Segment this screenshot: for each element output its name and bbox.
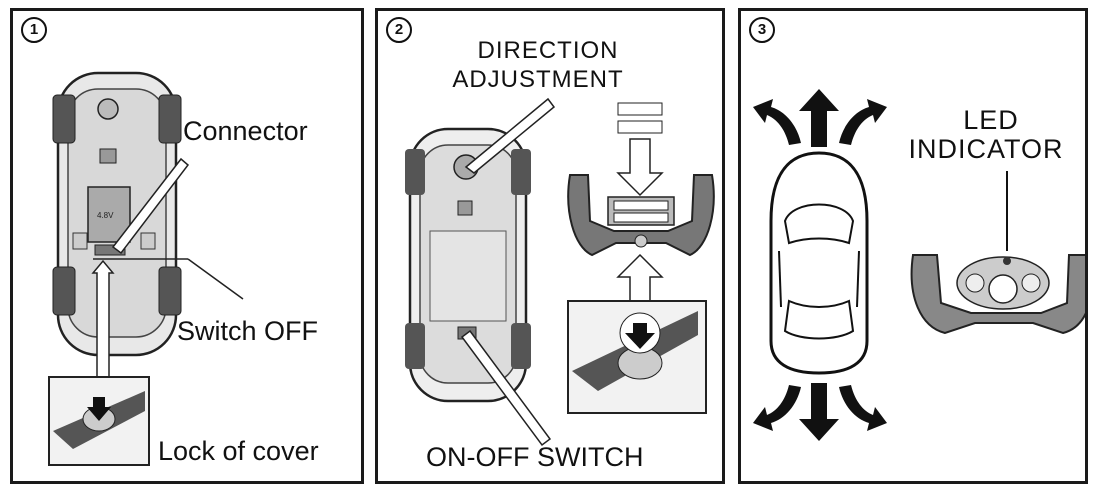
led-indicator-icon <box>1003 257 1011 265</box>
backward-left-arrow-icon <box>753 385 801 431</box>
step-2-panel: 2 DIRECTION ADJUSTME <box>375 8 725 484</box>
forward-left-arrow-icon <box>753 99 801 145</box>
battery-icon <box>617 102 663 116</box>
direction-pointer <box>464 97 556 174</box>
switch-off-pointer <box>187 258 244 300</box>
switch-off-label: Switch OFF <box>177 316 319 346</box>
remote-controller <box>910 254 1085 335</box>
lock-of-cover-label: Lock of cover <box>158 436 319 466</box>
direction-label-line1: DIRECTION <box>477 37 619 64</box>
step-number-badge: 3 <box>749 17 775 43</box>
backward-arrow-icon <box>799 383 839 441</box>
direction-label-line2: ADJUSTMENT <box>452 66 624 93</box>
backward-right-arrow-icon <box>839 385 887 431</box>
connector-label: Connector <box>183 116 308 146</box>
step-3-panel: 3 LED INDICATOR <box>738 8 1088 484</box>
switch-pointer <box>460 329 552 447</box>
on-off-switch-label: ON-OFF SWITCH <box>426 442 644 472</box>
connector-pointer <box>111 157 190 255</box>
remote-controller <box>567 174 715 257</box>
car-underside-illustration: 4.8V <box>48 71 244 466</box>
step-1-panel: 1 4.8V Connector Switch OFF Lock of cove… <box>10 8 364 484</box>
car-and-remote-illustration <box>405 97 715 447</box>
down-arrow-icon <box>625 323 655 349</box>
battery-voltage-text: 4.8V <box>97 211 114 220</box>
car-direction-illustration <box>753 89 1085 441</box>
led-label-line1: LED <box>963 105 1019 135</box>
step-number-badge: 2 <box>386 17 412 43</box>
down-arrow-icon <box>87 397 111 421</box>
battery-icon <box>617 120 663 134</box>
forward-right-arrow-icon <box>839 99 887 145</box>
forward-arrow-icon <box>799 89 839 147</box>
led-label-line2: INDICATOR <box>908 134 1064 164</box>
step-number-badge: 1 <box>21 17 47 43</box>
car-top-view <box>769 151 869 375</box>
